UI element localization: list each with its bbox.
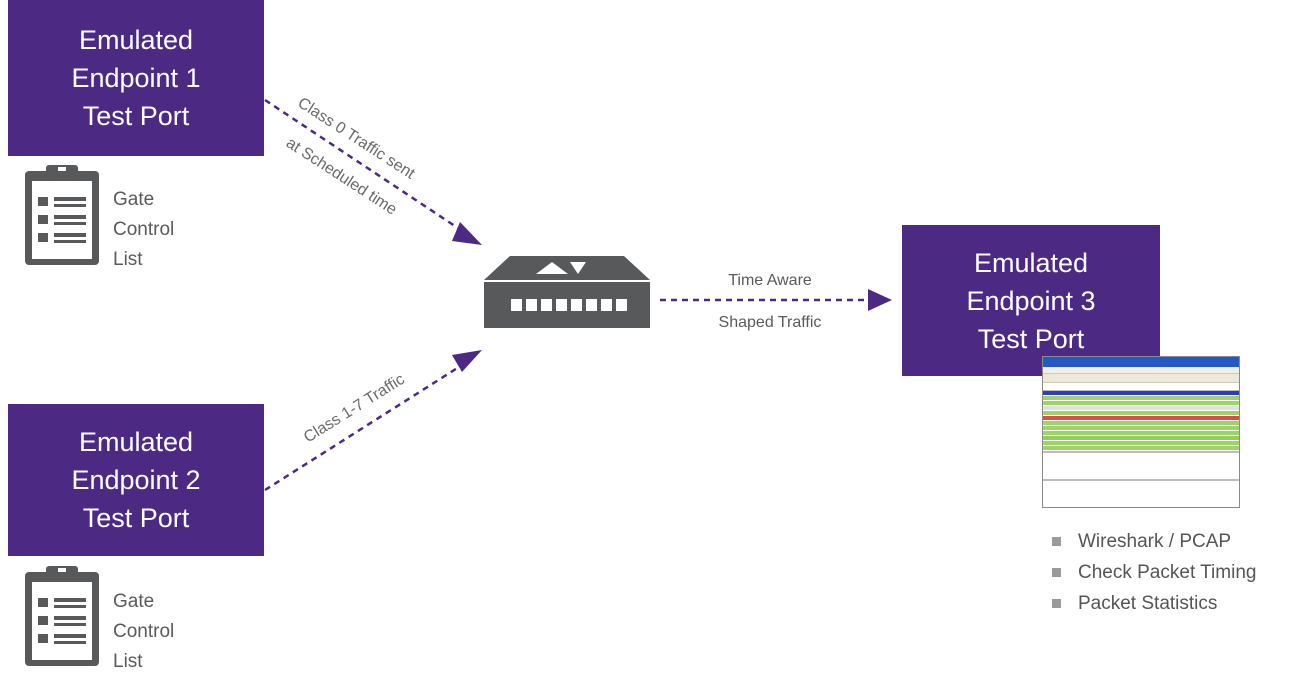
- feature-item: Packet Statistics: [1052, 588, 1256, 619]
- arrow-endpoint1-to-switch: [264, 98, 471, 238]
- endpoint-2-line-2: Endpoint 2: [71, 465, 201, 495]
- gate-control-list-label-1: Gate Control List: [113, 185, 174, 275]
- endpoint-1-line-3: Test Port: [82, 101, 190, 131]
- arrow-endpoint2-to-switch: [264, 358, 471, 492]
- feature-item: Wireshark / PCAP: [1052, 526, 1256, 557]
- gcl-2-line-1: Gate: [113, 591, 155, 612]
- endpoint-2-line-3: Test Port: [82, 503, 190, 533]
- arrowhead-endpoint3: [868, 289, 892, 311]
- gate-control-list-label-2: Gate Control List: [113, 587, 174, 677]
- feature-item: Check Packet Timing: [1052, 557, 1256, 588]
- gcl-2-line-3: List: [113, 651, 143, 672]
- endpoint-1-line-1: Emulated: [78, 25, 194, 55]
- wireshark-screenshot-icon: [1042, 356, 1240, 508]
- endpoint-3-line-2: Endpoint 3: [966, 285, 1096, 316]
- endpoint-2-box: Emulated Endpoint 2 Test Port: [8, 404, 264, 556]
- clipboard-icon: [25, 566, 99, 666]
- endpoint-2-line-1: Emulated: [78, 427, 194, 457]
- endpoint-1-line-2: Endpoint 1: [71, 63, 201, 93]
- gcl-1-line-1: Gate: [113, 189, 155, 210]
- endpoint-3-line-3: Test Port: [977, 323, 1085, 354]
- endpoint-3-box: Emulated Endpoint 3 Test Port: [902, 225, 1160, 376]
- capture-features-list: Wireshark / PCAP Check Packet Timing Pac…: [1052, 526, 1256, 619]
- clipboard-icon: [25, 165, 99, 265]
- endpoint-1-box: Emulated Endpoint 1 Test Port: [8, 0, 264, 156]
- network-switch-icon: [484, 256, 650, 328]
- gcl-1-line-2: Control: [113, 219, 175, 240]
- gcl-1-line-3: List: [113, 249, 143, 270]
- shaped-label-line-2: Shaped Traffic: [718, 314, 822, 331]
- arrowhead-endpoint1: [452, 222, 482, 245]
- gcl-2-line-2: Control: [113, 621, 175, 642]
- endpoint-3-line-1: Emulated: [973, 247, 1089, 278]
- arrowhead-endpoint2: [452, 350, 482, 372]
- shaped-label-line-1: Time Aware: [728, 272, 812, 289]
